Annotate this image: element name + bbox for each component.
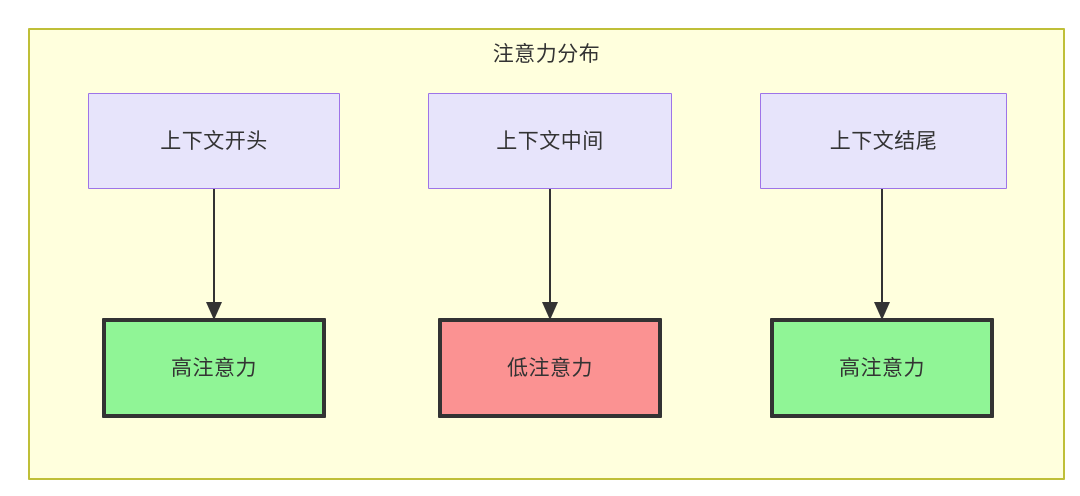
node-label: 高注意力 [839, 356, 925, 380]
node-label: 高注意力 [171, 356, 257, 380]
node-context-middle[interactable]: 上下文中间 [428, 93, 672, 189]
node-attention-low-middle[interactable]: 低注意力 [438, 318, 662, 418]
node-context-start[interactable]: 上下文开头 [88, 93, 340, 189]
node-attention-high-left[interactable]: 高注意力 [102, 318, 326, 418]
node-context-end[interactable]: 上下文结尾 [760, 93, 1007, 189]
node-attention-high-right[interactable]: 高注意力 [770, 318, 994, 418]
node-label: 上下文结尾 [829, 129, 938, 153]
subgraph-title: 注意力分布 [492, 43, 601, 66]
node-label: 上下文开头 [160, 129, 268, 153]
node-label: 低注意力 [507, 356, 593, 380]
node-label: 上下文中间 [496, 129, 604, 153]
